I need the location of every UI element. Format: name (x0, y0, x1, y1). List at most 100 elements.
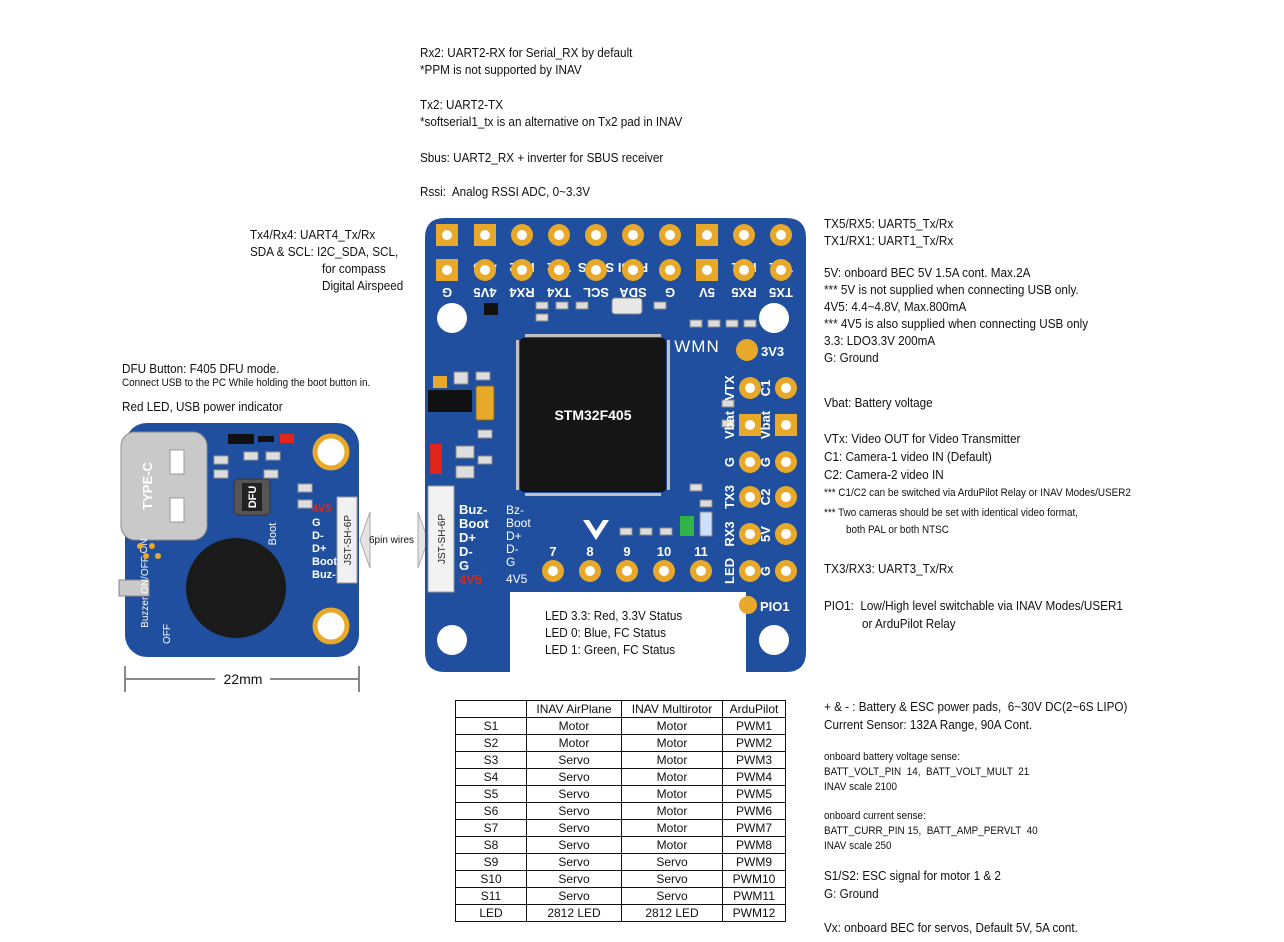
pad-g-5: G (758, 457, 773, 467)
usb-board-hole-bottom (312, 607, 350, 645)
buzzer-switch-label: Buzzer ON/OFF (140, 556, 151, 628)
pad-tx3: TX3 (722, 485, 737, 509)
tx4rx4-note: Tx4/Rx4: UART4_Tx/Rx (250, 227, 376, 242)
batt-volt-scale: INAV scale 2100 (824, 781, 898, 793)
usb-conn-pin-dminus: D- (312, 530, 324, 542)
pad-vbat-2: Vbat (722, 410, 737, 439)
pad-g-4: G (665, 285, 675, 300)
mcu-chip-label: STM32F405 (554, 407, 631, 423)
top-pad-row-1 (436, 224, 792, 246)
usb-board-jst-label: JST-SH-6P (343, 515, 354, 565)
table-header-blank (455, 700, 527, 718)
sda-scl-airspeed: Digital Airspeed (322, 278, 404, 293)
fc-conn-label-4v5: 4V5 (459, 572, 482, 587)
rx2-note: Rx2: UART2-RX for Serial_RX by default *… (420, 44, 632, 78)
5v-note: 5V: onboard BEC 5V 1.5A cont. Max.2A (824, 265, 1031, 280)
usb-board-hole-top (312, 433, 350, 471)
pad-scl: SCL (583, 285, 609, 300)
batt-volt-title: onboard battery voltage sense: (824, 751, 960, 763)
wires-label: 6pin wires (369, 535, 414, 546)
fc-conn-label-buz: Buz- (459, 502, 487, 517)
top-pad-row-2-labels: G 4V5 RX4 TX4 SCL SDA G 5V RX5 TX5 (442, 285, 793, 300)
table-cell: LED (455, 904, 527, 922)
tx2-softserial-line: *softserial1_tx is an alternative on Tx2… (420, 114, 683, 129)
table-cell: S4 (455, 768, 527, 786)
vtx-note: VTx: Video OUT for Video Transmitter (824, 431, 1021, 446)
led-0-blue (699, 511, 713, 537)
table-cell: PWM11 (722, 887, 786, 905)
table-cell: PWM3 (722, 751, 786, 769)
table-cell: Servo (621, 870, 723, 888)
table-cell: Motor (621, 819, 723, 837)
usb-board-jst (336, 496, 358, 584)
fc-pin-dminus: D- (506, 542, 519, 556)
table-cell: Servo (526, 785, 622, 803)
buzzer (186, 538, 286, 638)
table-cell: S10 (455, 870, 527, 888)
pad-rx3: RX3 (722, 521, 737, 546)
batt-volt-pin: BATT_VOLT_PIN 14, BATT_VOLT_MULT 21 (824, 766, 1030, 778)
pad-g-7: G (722, 457, 737, 467)
4v5-usb-note: *** 4V5 is also supplied when connecting… (824, 316, 1089, 331)
table-cell: PWM10 (722, 870, 786, 888)
fc-pin-4v5: 4V5 (506, 572, 528, 586)
4v5-note: 4V5: 4.4~4.8V, Max.800mA (824, 299, 967, 314)
table-cell: S11 (455, 887, 527, 905)
rx2-line: Rx2: UART2-RX for Serial_RX by default (420, 45, 633, 60)
table-cell: PWM12 (722, 904, 786, 922)
pad-11: 11 (694, 544, 708, 559)
pad-tx4: TX4 (546, 285, 571, 300)
led-blue-note: LED 0: Blue, FC Status (545, 625, 666, 640)
off-label: OFF (162, 624, 173, 644)
table-cell: PWM7 (722, 819, 786, 837)
table-cell: 2812 LED (526, 904, 622, 922)
chip-pins (516, 334, 670, 496)
pad-pio1-label: PIO1 (760, 599, 790, 614)
table-cell: PWM8 (722, 836, 786, 854)
usb-conn-pin-buz: Buz- (312, 569, 336, 581)
fc-conn-label-boot: Boot (459, 516, 489, 531)
table-header-inav-airplane: INAV AirPlane (526, 700, 622, 718)
rx2-ppm-line: *PPM is not supported by INAV (420, 62, 582, 77)
current-sensor-note: Current Sensor: 132A Range, 90A Cont. (824, 717, 1033, 732)
size-label: 22mm (224, 671, 263, 687)
table-cell: Servo (526, 751, 622, 769)
pad-vtx: VTX (722, 375, 737, 401)
c1-note: C1: Camera-1 video IN (Default) (824, 449, 992, 464)
pad-3v3 (736, 339, 758, 361)
fc-hole-tr (759, 303, 789, 333)
fc-conn-label-dminus: D- (459, 544, 473, 559)
red-led (280, 434, 294, 443)
usb-conn-pin-boot: Boot (312, 556, 337, 568)
3v3-note: 3.3: LDO3.3V 200mA (824, 333, 936, 348)
baro-sensor (428, 390, 472, 412)
table-cell: Motor (621, 768, 723, 786)
usb-conn-pin-g: G (312, 517, 321, 529)
fc-pin-g: G (506, 555, 515, 569)
usb-conn-pin-4v5: 4V5 (312, 503, 332, 515)
pad-3v3-label: 3V3 (761, 344, 784, 359)
led-1-green (680, 516, 694, 536)
esc-signal-note: S1/S2: ESC signal for motor 1 & 2 (824, 868, 1001, 883)
usb-c-connector (120, 431, 208, 541)
table-cell: Motor (621, 836, 723, 854)
uart1-note: TX1/RX1: UART1_Tx/Rx (824, 233, 954, 248)
bottom-pad-labels: 7 8 9 10 11 (549, 544, 707, 559)
batt-curr-pin: BATT_CURR_PIN 15, BATT_AMP_PERVLT 40 (824, 825, 1038, 837)
pad-c2: C2 (758, 489, 773, 506)
table-header-inav-multirotor: INAV Multirotor (621, 700, 723, 718)
table-cell: PWM9 (722, 853, 786, 871)
vx-note: Vx: onboard BEC for servos, Default 5V, … (824, 920, 1078, 935)
top-pad-row-2 (436, 259, 792, 281)
pad-8: 8 (586, 544, 593, 559)
vbat-note: Vbat: Battery voltage (824, 395, 933, 410)
pad-5v-3: 5V (758, 526, 773, 542)
brand-label: WMN (674, 337, 719, 356)
table-cell: Motor (621, 751, 723, 769)
pad-g-3: G (442, 285, 452, 300)
